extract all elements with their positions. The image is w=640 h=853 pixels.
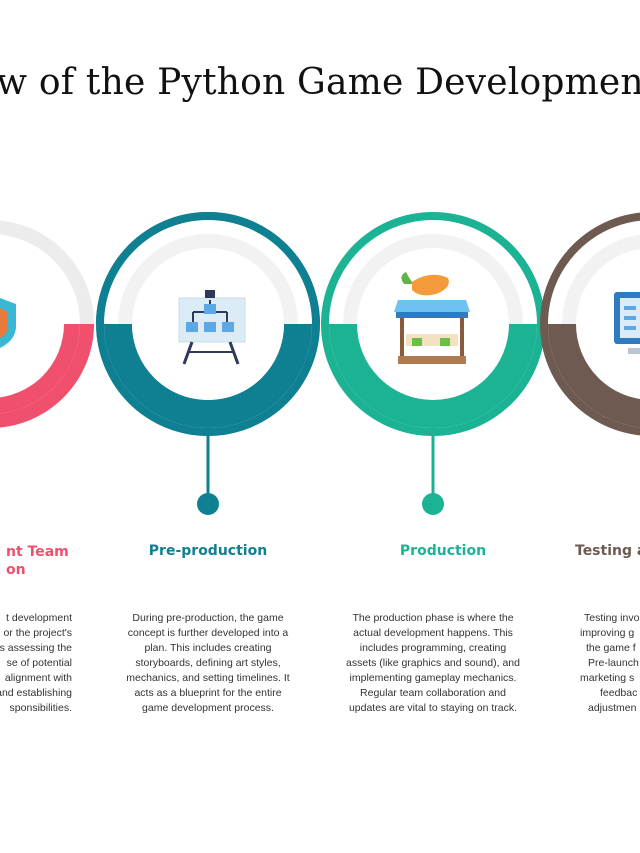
stage-4-circle bbox=[540, 212, 640, 436]
stage-3-connector bbox=[422, 436, 444, 515]
stage-3-label: Production bbox=[399, 543, 487, 559]
monitor-icon bbox=[614, 292, 640, 354]
shield-icon bbox=[0, 298, 16, 348]
stage-1-label-line1: nt Team bbox=[6, 544, 69, 560]
stage-3-circle bbox=[321, 212, 545, 436]
stage-4-label: Testing a bbox=[575, 543, 640, 559]
page-title: w of the Python Game Developmen bbox=[0, 62, 640, 103]
flowchart-board-icon bbox=[178, 290, 246, 365]
stage-2-description: During pre-production, the game concept … bbox=[126, 612, 290, 714]
stage-1-label-line2: on bbox=[6, 562, 26, 578]
stage-3-description: The production phase is where the actual… bbox=[346, 612, 520, 714]
stage-2-connector bbox=[197, 436, 219, 515]
market-stall-icon bbox=[394, 272, 470, 364]
stage-1-label: nt Team on bbox=[0, 543, 80, 579]
stage-4-description: Testing invo improving g the game f Pre-… bbox=[580, 612, 640, 714]
stage-2-label: Pre-production bbox=[148, 543, 268, 559]
stage-1-description: t development or the project's es assess… bbox=[0, 612, 72, 714]
stage-1-circle bbox=[0, 220, 94, 428]
